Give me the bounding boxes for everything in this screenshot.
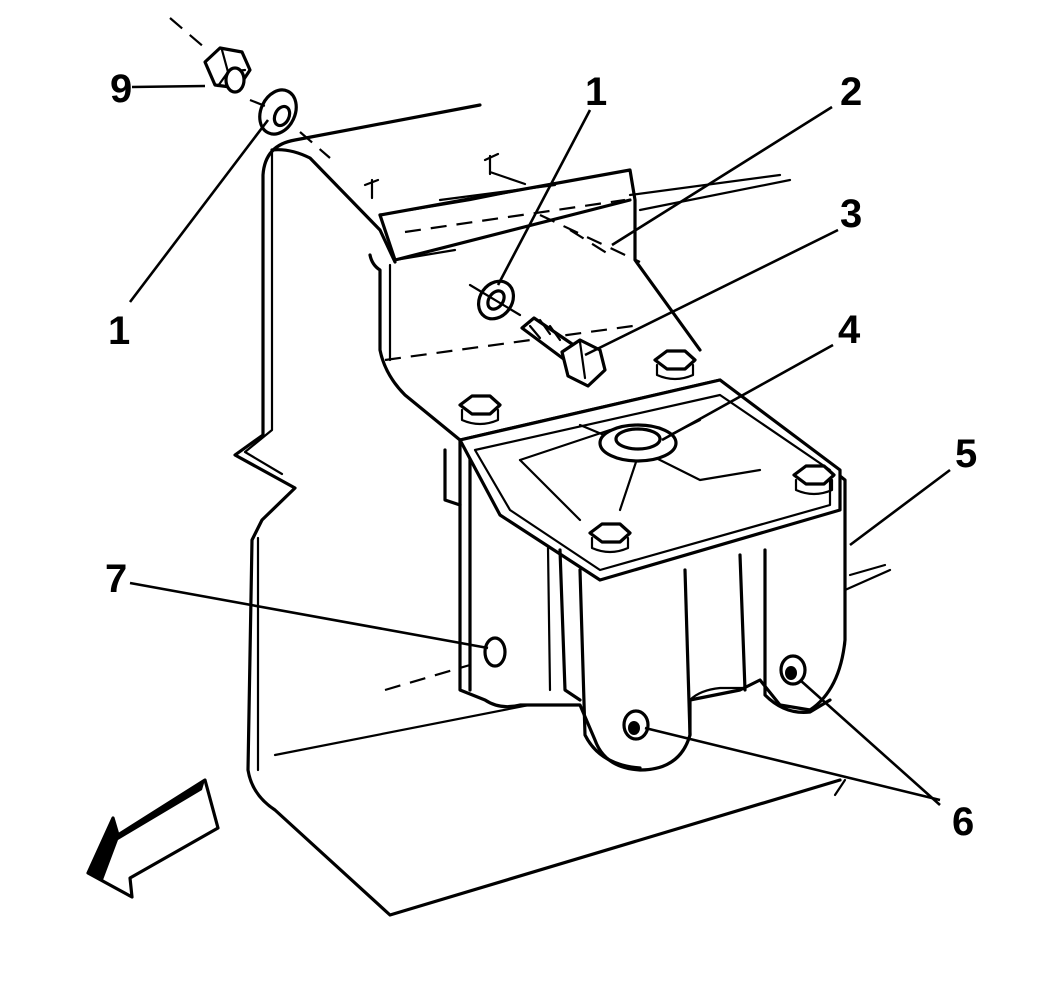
mount-bracket (363, 152, 792, 442)
washer-top (258, 88, 298, 136)
frame-bracket (233, 103, 847, 917)
plate-bolt-left (458, 394, 502, 426)
callout-9: 9 (110, 67, 132, 111)
callout-3: 3 (840, 192, 862, 236)
callout-4: 4 (838, 308, 861, 352)
locating-pin (384, 636, 507, 692)
leader-lines (128, 84, 951, 806)
washer-center (468, 279, 522, 321)
front-direction-arrow-icon (86, 778, 220, 899)
plate-bolt-right (792, 464, 836, 496)
callout-7: 7 (105, 557, 127, 601)
callout-6: 6 (952, 800, 974, 844)
transmission-mount (443, 378, 892, 772)
plate-bolt-top (653, 349, 697, 381)
callout-2: 2 (840, 70, 862, 114)
nut (203, 46, 252, 94)
callout-5: 5 (955, 432, 977, 476)
mount-holes (622, 654, 807, 741)
callout-1-top: 1 (585, 70, 607, 114)
bolt-axis-line (169, 17, 331, 159)
bolt-axis-line-lower (539, 214, 641, 263)
callout-1-left: 1 (108, 309, 130, 353)
plate-bolt-front (588, 522, 632, 554)
